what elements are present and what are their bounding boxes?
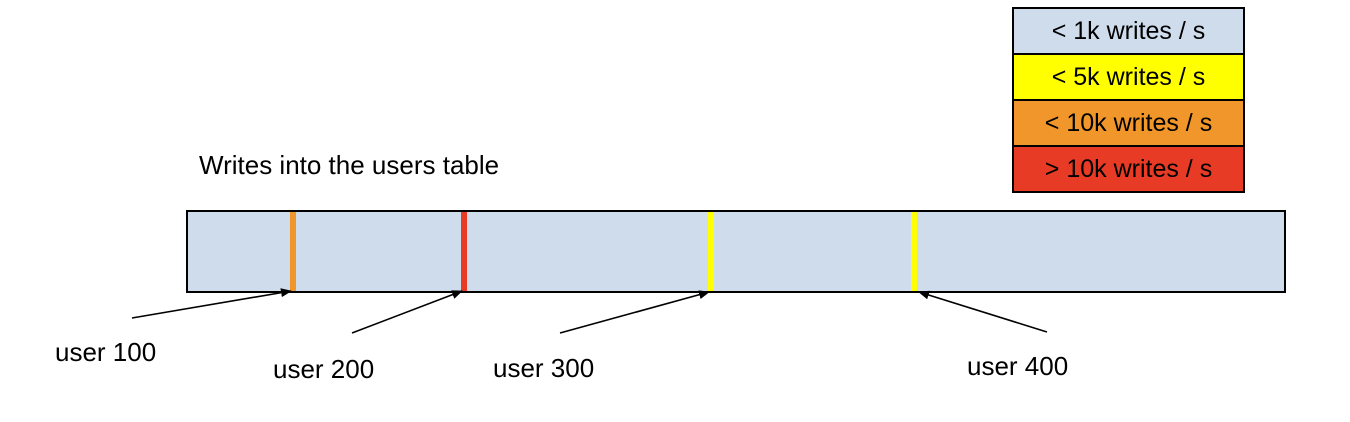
legend-item-lt-1k: < 1k writes / s [1014,9,1243,55]
legend-item-label: > 10k writes / s [1044,154,1213,183]
users-table-bar [186,210,1286,293]
marker-user-300 [708,212,714,291]
legend-item-label: < 10k writes / s [1044,108,1213,137]
marker-user-100 [290,212,296,291]
legend-item-label: < 5k writes / s [1051,62,1206,91]
legend-item-lt-10k: < 10k writes / s [1014,101,1243,147]
write-rate-legend: < 1k writes / s < 5k writes / s < 10k wr… [1012,7,1245,193]
arrow-user-400 [918,290,1048,333]
legend-item-gt-10k: > 10k writes / s [1014,147,1243,191]
arrow-user-300 [559,290,710,334]
legend-item-label: < 1k writes / s [1051,16,1206,45]
arrow-user-200 [351,290,463,334]
label-user-400: user 400 [967,351,1069,381]
arrow-user-100 [131,288,292,319]
marker-user-400 [911,212,917,291]
label-user-300: user 300 [493,353,595,383]
diagram-title: Writes into the users table [199,150,500,180]
marker-user-200 [461,212,467,291]
label-user-200: user 200 [273,354,375,384]
legend-item-lt-5k: < 5k writes / s [1014,55,1243,101]
label-user-100: user 100 [55,337,157,367]
